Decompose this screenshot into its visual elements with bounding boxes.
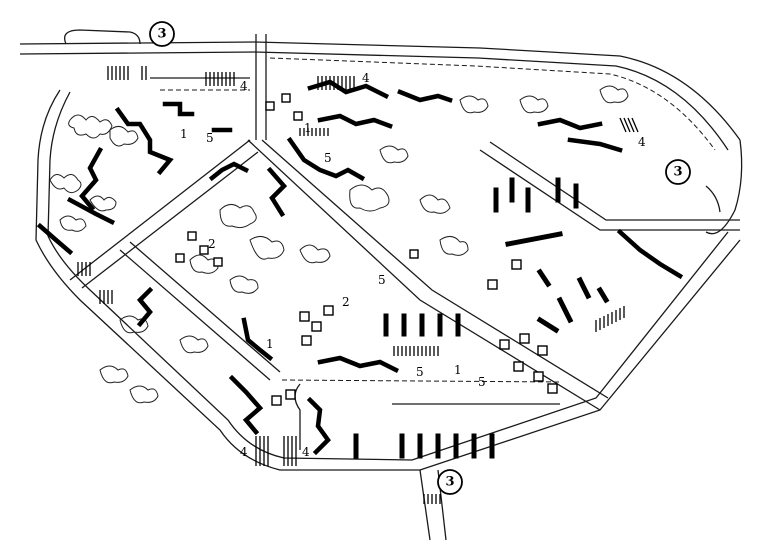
zone-label-1: 1 — [304, 121, 312, 135]
zone-label-4: 4 — [362, 71, 370, 85]
zone-label-4: 4 — [302, 445, 310, 459]
parking-bottom-left — [255, 436, 297, 466]
transit-stop-label: 3 — [673, 165, 682, 180]
zone-label-5: 5 — [206, 131, 214, 145]
zone-label-4: 4 — [240, 79, 248, 93]
zone-labels: 1 1 1 1 2 2 4 4 4 4 4 5 5 5 5 5 — [180, 71, 646, 459]
zone-label-4: 4 — [638, 135, 646, 149]
parking-left — [77, 262, 113, 304]
transit-stop-marker-top: 3 — [149, 21, 175, 47]
transit-stop-label: 3 — [157, 27, 166, 42]
transit-stop-label: 3 — [445, 475, 454, 490]
zone-label-5: 5 — [378, 273, 386, 287]
zone-label-1: 1 — [266, 337, 274, 351]
zone-label-5: 5 — [478, 375, 486, 389]
parking-center — [393, 346, 439, 356]
zone-label-4: 4 — [240, 445, 248, 459]
zone-label-1: 1 — [180, 127, 188, 141]
parking-mid-row — [299, 128, 329, 136]
parking-top-center — [317, 76, 355, 90]
transit-stop-marker-right: 3 — [665, 159, 691, 185]
transit-stop-marker-bottom: 3 — [437, 469, 463, 495]
residential-buildings — [36, 79, 684, 459]
zone-label-5: 5 — [416, 365, 424, 379]
tree-clusters — [49, 85, 629, 404]
parking-top-center-left — [205, 72, 235, 86]
parking-bottom-stop — [423, 494, 441, 504]
parking-areas — [77, 66, 639, 504]
transit-stop-markers: 3 3 3 — [149, 21, 691, 495]
zone-label-2: 2 — [342, 295, 350, 309]
parking-top-right — [619, 117, 639, 133]
zone-label-1: 1 — [454, 363, 462, 377]
parking-top-left — [107, 66, 147, 80]
zone-label-2: 2 — [208, 237, 216, 251]
small-buildings — [175, 93, 558, 406]
zone-label-5: 5 — [324, 151, 332, 165]
parking-right — [595, 306, 625, 332]
